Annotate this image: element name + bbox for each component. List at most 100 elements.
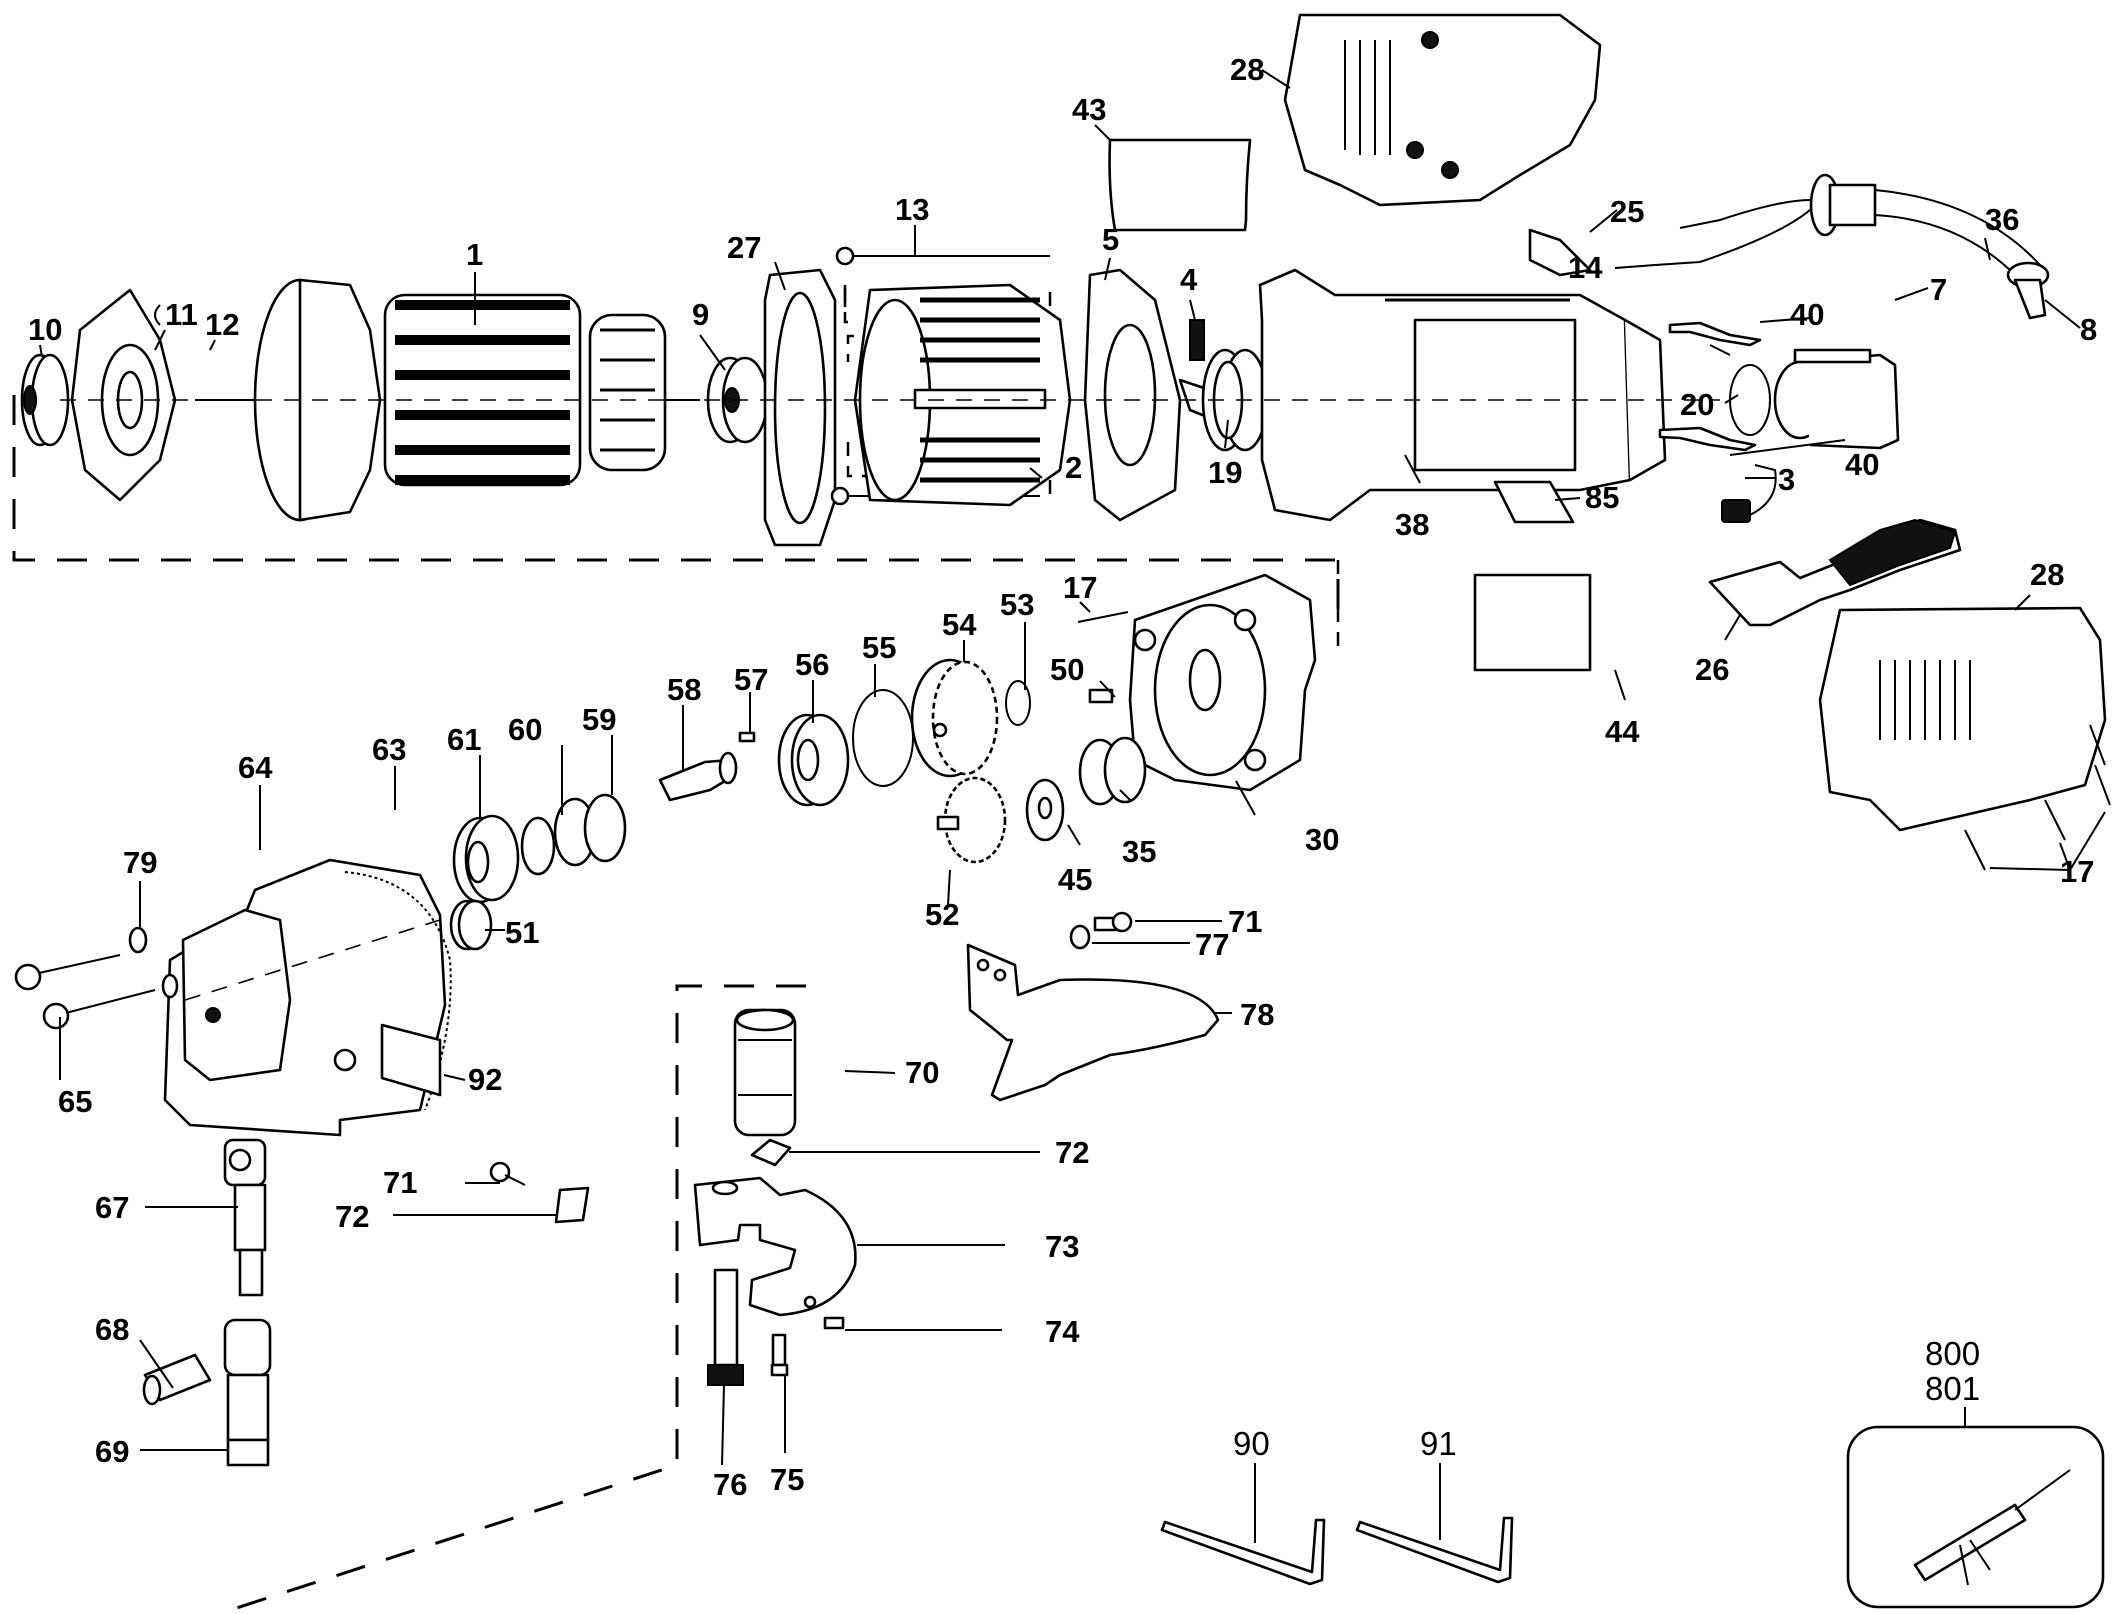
part-71-screw-left: [489, 1161, 526, 1186]
part-68-cross-pin: [142, 1353, 212, 1406]
callout-73: 73: [1045, 1229, 1079, 1264]
callout-38: 38: [1395, 507, 1429, 542]
callout-67: 67: [95, 1190, 129, 1225]
part-5-brush-holder: [1083, 268, 1182, 522]
callout-65: 65: [58, 1084, 92, 1119]
part-58-eccentric-shaft: [658, 751, 738, 802]
callout-19: 19: [1208, 455, 1242, 490]
callout-36: 36: [1985, 202, 2019, 237]
part-35-needle-bearing: [1078, 736, 1147, 806]
callout-79: 79: [123, 845, 157, 880]
part-69-punch: [223, 1318, 272, 1467]
callout-74: 74: [1045, 1314, 1080, 1349]
part-40-brush-box-lower: [1658, 426, 1757, 452]
callout-78: 78: [1240, 997, 1274, 1032]
callout-40-upper: 40: [1790, 297, 1824, 332]
part-7-switch: [1773, 348, 1900, 450]
part-60-ring: [520, 816, 556, 876]
part-10-bearing: [20, 353, 70, 447]
part-30-gear-case: [1128, 573, 1317, 792]
callout-40-lower: 40: [1845, 447, 1879, 482]
callout-68: 68: [95, 1312, 129, 1347]
callout-71-left: 71: [383, 1165, 417, 1200]
callout-labels: 1 2 3 4 5 7 8 9 10 11 12 13 14 17 17 19 …: [28, 52, 2097, 1502]
callout-53: 53: [1000, 587, 1034, 622]
part-53-retaining-ring: [1005, 680, 1031, 726]
part-75-screw: [770, 1333, 789, 1377]
head-group-bracket: [217, 984, 806, 1614]
callout-35: 35: [1122, 834, 1156, 869]
part-76-adjusting-screw: [707, 1268, 744, 1386]
callout-801: 801: [1925, 1370, 1980, 1407]
callout-51: 51: [505, 915, 539, 950]
part-45-washer: [1025, 778, 1065, 842]
callout-69: 69: [95, 1434, 129, 1469]
callout-58: 58: [667, 672, 701, 707]
callout-54: 54: [942, 607, 977, 642]
part-28-housing-half-bottom: [1818, 606, 2107, 832]
part-25-terminal: [1528, 228, 1592, 277]
part-65-screws: [14, 954, 179, 1030]
part-73-die: [693, 1176, 857, 1317]
callout-25: 25: [1610, 194, 1644, 229]
part-27-baffle: [763, 268, 837, 547]
part-91-hex-key: [1355, 1516, 1514, 1584]
part-11-retainer-plate: [70, 288, 177, 502]
part-72-nut-left: [554, 1186, 590, 1224]
callout-12: 12: [205, 307, 239, 342]
callout-91: 91: [1420, 1425, 1457, 1462]
part-77-lock-washer: [1069, 924, 1091, 950]
part-14-lead-wire: [1654, 199, 1811, 266]
callout-55: 55: [862, 630, 896, 665]
callout-8: 8: [2080, 312, 2097, 347]
callout-52: 52: [925, 897, 959, 932]
part-38-motor-housing: [1258, 268, 1667, 522]
callout-60: 60: [508, 712, 542, 747]
callout-28-bottom: 28: [2030, 557, 2064, 592]
callout-71-right: 71: [1228, 904, 1262, 939]
part-55-snap-ring: [852, 689, 914, 787]
callout-70: 70: [905, 1055, 939, 1090]
part-74-set-screw: [823, 1316, 845, 1330]
callout-50: 50: [1050, 652, 1084, 687]
part-70-die-holder: [733, 1008, 797, 1137]
part-17-screw-gear-case: [1077, 611, 1129, 623]
part-90-hex-key: [1160, 1518, 1326, 1586]
part-40-brush-box-upper: [1668, 321, 1762, 347]
part-43-label: [1108, 138, 1252, 232]
callout-11: 11: [165, 297, 198, 332]
part-61-bearing: [452, 814, 520, 904]
callout-9: 9: [692, 297, 709, 332]
part-17-screws-right: [1964, 724, 2111, 871]
part-72-nut-center: [750, 1138, 792, 1167]
callout-3: 3: [1778, 462, 1795, 497]
callout-57: 57: [734, 662, 768, 697]
callout-43: 43: [1072, 92, 1106, 127]
part-12-clip: [154, 304, 161, 326]
part-54-gear: [910, 658, 999, 778]
assembly-centerlines: [60, 399, 1720, 1001]
part-64-head-housing: [163, 858, 447, 1137]
callout-28-top: 28: [1230, 52, 1264, 87]
callout-76: 76: [713, 1467, 747, 1502]
part-57-key: [738, 731, 756, 743]
callout-75: 75: [770, 1462, 804, 1497]
callout-56: 56: [795, 647, 829, 682]
part-36-power-cord: [1809, 173, 2041, 276]
part-50-pin: [1088, 688, 1114, 704]
callout-5: 5: [1102, 222, 1119, 257]
callout-44: 44: [1605, 714, 1640, 749]
callout-2: 2: [1065, 450, 1082, 485]
part-44-label: [1473, 573, 1592, 672]
callout-92: 92: [468, 1062, 502, 1097]
callout-63: 63: [372, 732, 406, 767]
callout-27: 27: [727, 230, 761, 265]
part-56-bearing: [777, 713, 850, 807]
part-800-801-kit-box: [1846, 1425, 2105, 1609]
callout-77: 77: [1195, 927, 1229, 962]
callout-26: 26: [1695, 652, 1729, 687]
callout-90: 90: [1233, 1425, 1270, 1462]
callout-72-center: 72: [1055, 1135, 1089, 1170]
callout-4: 4: [1180, 262, 1198, 297]
